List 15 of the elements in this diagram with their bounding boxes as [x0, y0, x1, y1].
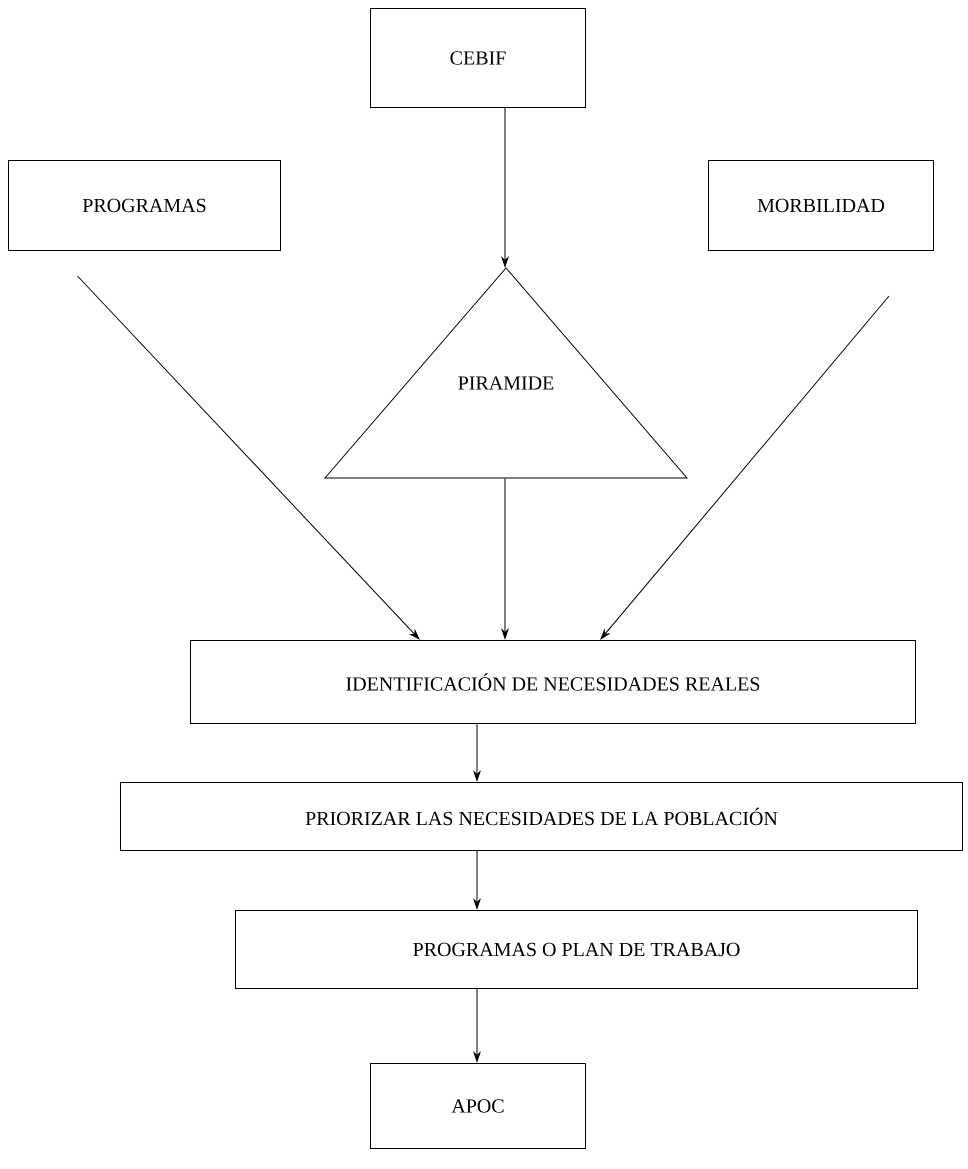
process-box: CEBIF — [370, 8, 586, 108]
arrow — [501, 477, 509, 639]
arrow — [501, 107, 509, 267]
process-box: IDENTIFICACIÓN DE NECESIDADES REALES — [190, 640, 916, 724]
process-box: PRIORIZAR LAS NECESIDADES DE LA POBLACIÓN — [120, 782, 963, 851]
process-box: PROGRAMAS O PLAN DE TRABAJO — [235, 910, 918, 989]
process-box: PROGRAMAS — [8, 160, 281, 251]
arrow — [473, 988, 481, 1062]
arrow — [473, 850, 481, 909]
arrow — [473, 723, 481, 781]
pyramid-triangle: PIRAMIDE — [324, 267, 688, 479]
process-box: MORBILIDAD — [708, 160, 934, 251]
arrow — [77, 275, 420, 640]
arrow — [600, 295, 890, 640]
process-box: APOC — [370, 1063, 586, 1149]
